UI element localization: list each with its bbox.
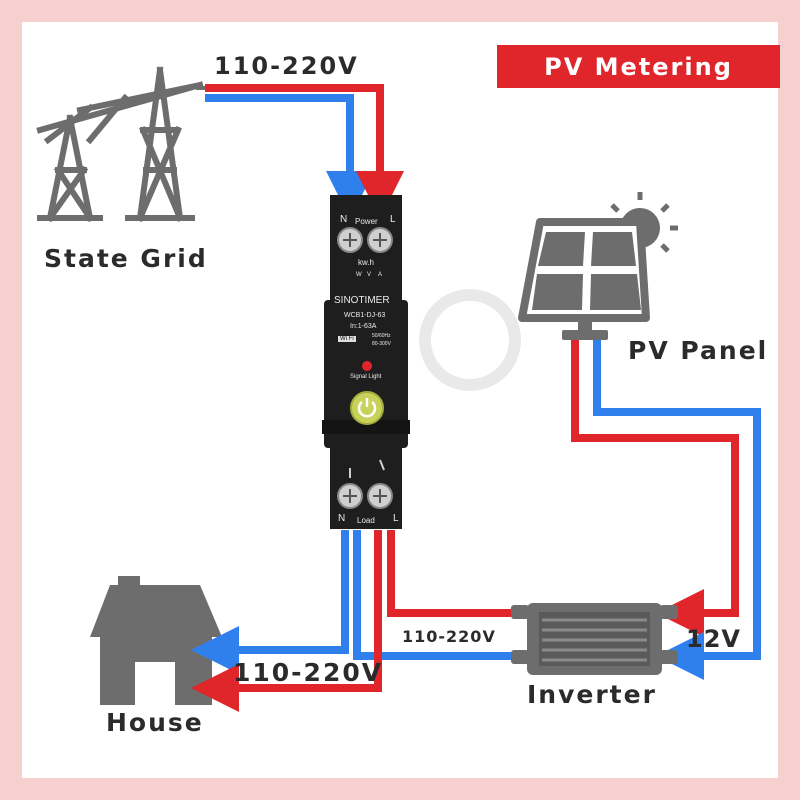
device-brand: SINOTIMER [334, 295, 390, 306]
inverter-icon [511, 603, 678, 675]
device-top-power: Power [355, 217, 378, 226]
inverter-voltage-label: 110-220V [402, 627, 496, 646]
power-tower-icon [36, 66, 217, 223]
dc-voltage-label: 12V [686, 625, 741, 653]
pv-panel-label: PV Panel [628, 336, 769, 365]
device-signal-label: Signal Light [350, 374, 382, 380]
device-unit-w: W [356, 272, 362, 278]
inverter-wires [353, 530, 511, 660]
grid-wires [205, 84, 404, 219]
device-bottom-n: N [338, 513, 346, 524]
device-kwh: kw.h [358, 258, 375, 267]
device-model: WCB1-DJ-63 [344, 312, 386, 319]
device-wifi: Wi Fi [338, 336, 356, 342]
state-grid-label: State Grid [44, 244, 208, 273]
solar-panel-icon [518, 218, 650, 340]
house-label: House [106, 708, 204, 737]
device-rating: In:1-63A [350, 323, 377, 330]
device-unit-v: V [367, 272, 372, 278]
pv-wires [571, 340, 761, 680]
device-bottom-load: Load [357, 516, 375, 525]
title-badge: PV Metering [497, 45, 780, 88]
device-frequency: 50/60Hz [372, 333, 391, 339]
device-bottom-l: L [393, 513, 399, 524]
decorative-border-bottom [0, 778, 800, 800]
device-top-n: N [340, 214, 348, 225]
grid-voltage-label: 110-220V [214, 52, 359, 80]
decorative-border-left [0, 0, 22, 800]
decorative-border-top [0, 0, 800, 22]
cable-coil-shadow [419, 289, 521, 391]
device-unit-a: A [378, 272, 383, 278]
device-voltage-range: 80-300V [372, 341, 391, 347]
house-icon [90, 576, 222, 705]
inverter-label: Inverter [527, 680, 657, 709]
house-wires [191, 530, 382, 712]
house-voltage-label: 110-220V [233, 658, 384, 687]
device-top-l: L [390, 214, 396, 225]
smart-breaker-device [322, 195, 410, 529]
decorative-border-right [778, 0, 800, 800]
